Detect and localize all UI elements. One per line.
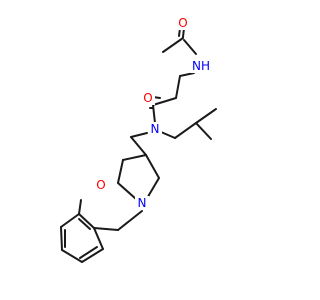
bond-pip-5 [145, 154, 160, 179]
bond-isobutyl-me2 [195, 122, 212, 140]
molecule-canvas: O NH O N N O [60, 16, 217, 263]
atom-o-acetyl-label: O [178, 16, 187, 30]
bond-n-ch2-isobutyl [160, 131, 176, 139]
bond-n-benzyl [117, 210, 143, 231]
atom-nh-amide: NH [190, 59, 212, 73]
bond-ch2-ch2 [175, 75, 181, 99]
bond-nh-ch2 [179, 72, 195, 77]
bond-isobutyl-me1 [195, 108, 217, 124]
atom-o-methoxy: O [94, 178, 108, 192]
atom-n-tertiary: N [148, 122, 162, 136]
bond-pip-3 [117, 182, 137, 200]
bond-benz-double-3 [78, 218, 91, 230]
atom-o-carbonyl-label: O [143, 91, 152, 105]
bond-pip-2 [117, 159, 124, 184]
molecule-structure: O NH O N N O [60, 16, 217, 263]
atom-o-acetyl: O [176, 16, 190, 30]
bond-methyl-carbonyl [162, 37, 184, 53]
bond-benz-6 [78, 213, 95, 229]
bond-ch2-carbonyl [152, 97, 177, 106]
bond-linker-ring [130, 136, 147, 156]
atom-nh-amide-label: NH [192, 59, 210, 73]
bond-benzyl-ring [93, 227, 119, 231]
atom-n-piperidine: N [135, 196, 149, 210]
bond-benz-3 [61, 249, 83, 263]
bond-benz-4 [60, 226, 63, 251]
bond-benz-double-1 [79, 246, 98, 259]
bond-benz-2 [81, 248, 104, 263]
atom-n-piperidine-label: N [138, 196, 147, 210]
atom-n-tertiary-label: N [151, 122, 160, 136]
bond-n-ch2-linker [130, 132, 148, 138]
atom-o-methoxy-label: O [96, 178, 105, 192]
bond-benz-1 [93, 227, 104, 250]
bond-carbonyl-n [152, 104, 156, 124]
bond-skeleton [60, 27, 217, 263]
atom-o-carbonyl: O [141, 91, 155, 105]
bond-pip-1 [122, 154, 147, 161]
atom-labels: O NH O N N O [94, 16, 212, 210]
bond-carbonyl-nh [183, 39, 197, 55]
bond-ring-o-methoxy [78, 199, 82, 215]
bond-isobutyl-ch [174, 122, 197, 139]
bond-benz-5 [60, 213, 80, 228]
